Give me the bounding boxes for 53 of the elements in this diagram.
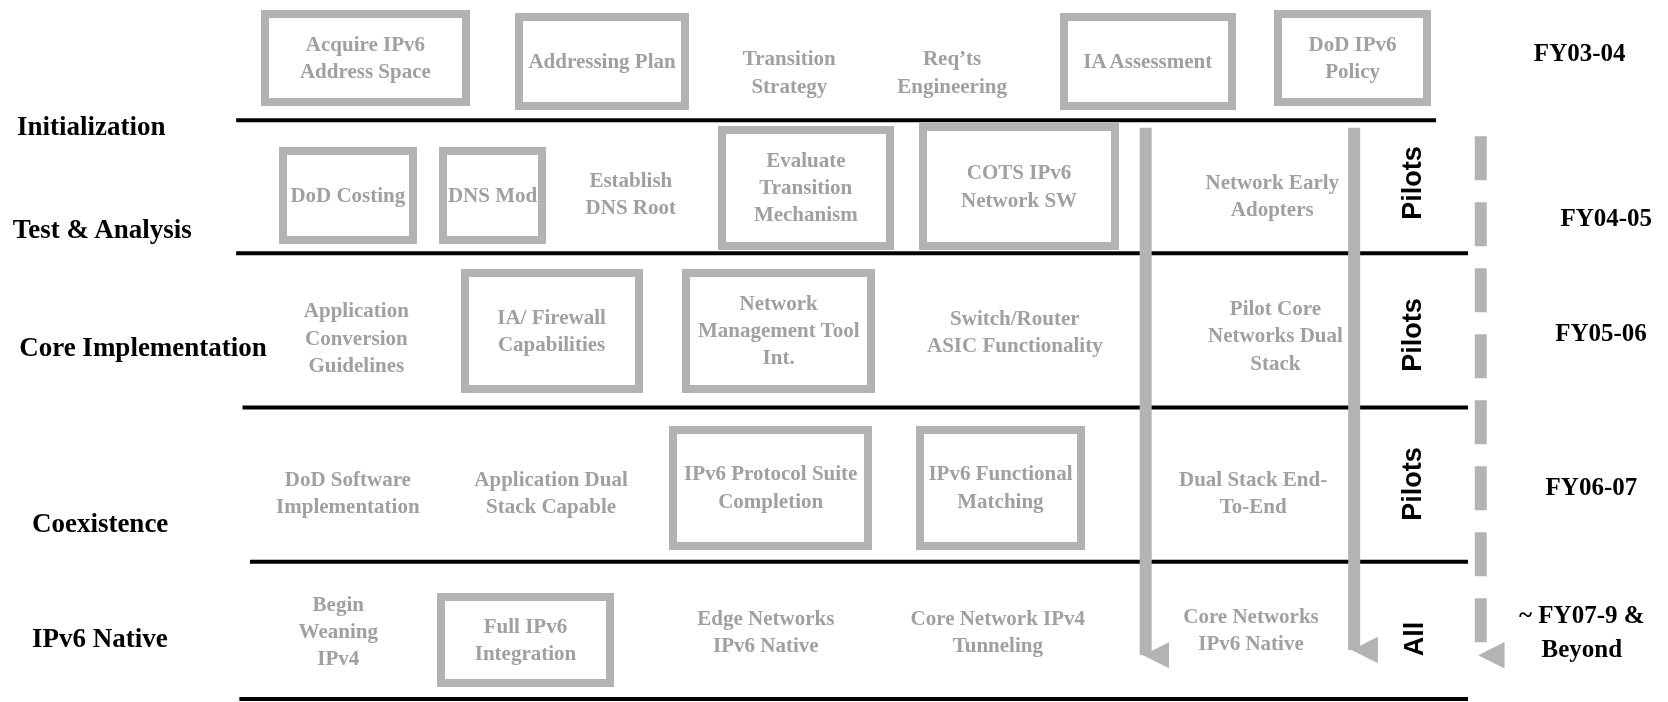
milestone-text: Acquire IPv6 Address Space bbox=[298, 30, 432, 85]
roadmap-item-text: Edge Networks IPv6 Native bbox=[696, 604, 836, 659]
fiscal-year-label: FY05-06 bbox=[1554, 318, 1648, 349]
milestone-text: Evaluate Transition Mechanism bbox=[752, 146, 859, 229]
milestone-box bbox=[514, 12, 690, 110]
roadmap-item-text: Core Networks IPv6 Native bbox=[1182, 602, 1320, 657]
milestone-text: COTS IPv6 Network SW bbox=[960, 159, 1079, 214]
roadmap-item-text: Core Network IPv4 Tunneling bbox=[909, 604, 1087, 659]
pilot-label: All bbox=[1398, 622, 1431, 657]
pilot-label: Pilots bbox=[1396, 298, 1429, 372]
fiscal-year-label: FY06-07 bbox=[1544, 472, 1639, 503]
fiscal-year-label: ~ FY07-9 & Beyond bbox=[1518, 600, 1646, 664]
roadmap-item-text: Application Dual Stack Capable bbox=[473, 465, 629, 520]
pilot-label: Pilots bbox=[1396, 447, 1429, 521]
milestone-text: IA/ Firewall Capabilities bbox=[496, 303, 607, 358]
milestone-box bbox=[278, 146, 417, 244]
milestone-box bbox=[260, 9, 471, 107]
milestone-text: DNS Mod bbox=[447, 181, 538, 209]
milestone-text: IPv6 Functional Matching bbox=[927, 460, 1074, 515]
roadmap-item-text: Transition Strategy bbox=[741, 45, 837, 100]
roadmap-item-text: DoD Software Implementation bbox=[275, 465, 421, 520]
milestone-box bbox=[437, 592, 614, 688]
fiscal-year-label: FY03-04 bbox=[1532, 38, 1627, 69]
milestone-box bbox=[669, 425, 873, 550]
fiscal-year-label: FY04-05 bbox=[1559, 203, 1654, 234]
roadmap-item-text: Switch/Router ASIC Functionality bbox=[926, 304, 1104, 359]
pilot-label: Pilots bbox=[1396, 146, 1429, 220]
roadmap-item-text: Network Early Adopters bbox=[1204, 168, 1341, 223]
milestone-text: DoD Costing bbox=[290, 181, 406, 209]
milestone-text: Addressing Plan bbox=[528, 47, 676, 75]
milestone-box bbox=[1274, 9, 1431, 107]
milestone-text: IA Assessment bbox=[1083, 47, 1213, 75]
milestone-text: DoD IPv6 Policy bbox=[1307, 30, 1398, 85]
roadmap-item-text: Pilot Core Networks Dual Stack bbox=[1207, 295, 1344, 377]
milestone-text: Network Management Tool Int. bbox=[696, 289, 861, 372]
phase-label: Initialization bbox=[17, 109, 167, 143]
roadmap-item-text: Req’ts Engineering bbox=[896, 45, 1008, 100]
milestone-box bbox=[915, 425, 1086, 550]
roadmap-item-text: Dual Stack End-To-End bbox=[1178, 465, 1329, 520]
roadmap-item-text: Establish DNS Root bbox=[584, 166, 677, 221]
phase-label: Test & Analysis bbox=[12, 212, 193, 246]
milestone-box bbox=[681, 269, 876, 393]
milestone-box bbox=[460, 269, 643, 393]
phase-label: Core Implementation bbox=[19, 330, 268, 364]
phase-label: IPv6 Native bbox=[31, 622, 169, 656]
milestone-box bbox=[718, 125, 894, 250]
milestone-box bbox=[919, 123, 1120, 250]
milestone-box bbox=[1059, 12, 1237, 110]
milestone-box bbox=[439, 146, 546, 244]
roadmap-item-text: Begin Weaning IPv4 bbox=[297, 590, 379, 673]
milestone-text: Full IPv6 Integration bbox=[473, 612, 578, 667]
milestone-text: IPv6 Protocol Suite Completion bbox=[682, 460, 859, 515]
roadmap-item-text: Application Conversion Guidelines bbox=[302, 297, 410, 379]
